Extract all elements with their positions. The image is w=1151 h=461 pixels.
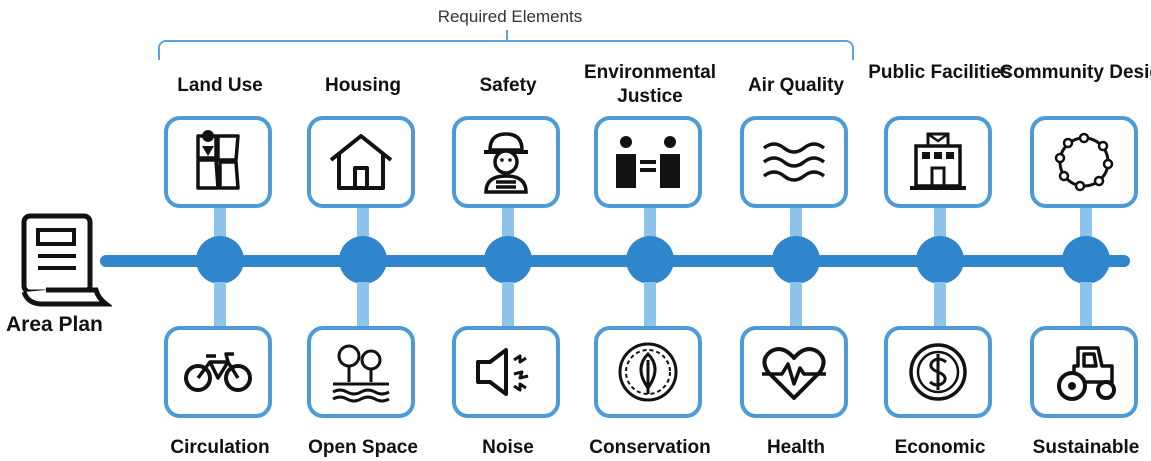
column-1: Land Use Circulation bbox=[150, 0, 290, 461]
open-space-box bbox=[307, 326, 415, 418]
connector-top bbox=[934, 208, 946, 240]
bicycle-icon bbox=[184, 352, 252, 392]
sustainable-box bbox=[1030, 326, 1138, 418]
conservation-box bbox=[594, 326, 702, 418]
bracket-notch bbox=[506, 30, 508, 42]
column-2: Housing Open Space bbox=[293, 0, 433, 461]
tractor-icon bbox=[1057, 346, 1116, 401]
circulation-box bbox=[164, 326, 272, 418]
top-label: Safety bbox=[479, 75, 537, 96]
top-label: Environmental Justice bbox=[584, 62, 716, 107]
speaker-noise-icon bbox=[476, 348, 529, 396]
column-4: Environmental Justice Conservation bbox=[580, 0, 720, 461]
timeline-node bbox=[484, 236, 532, 284]
column-7: Community Design Sustainable bbox=[999, 0, 1151, 461]
timeline-node bbox=[772, 236, 820, 284]
circle-of-dots-icon bbox=[1054, 132, 1114, 192]
community-design-box bbox=[1030, 116, 1138, 208]
connector-bottom bbox=[357, 282, 369, 326]
column-6: Public Facilities Economic bbox=[868, 0, 1012, 461]
column-3: Safety Noise bbox=[438, 0, 578, 461]
connector-bottom bbox=[790, 282, 802, 326]
timeline-node bbox=[196, 236, 244, 284]
bottom-label: Conservation bbox=[589, 437, 711, 458]
connector-bottom bbox=[1080, 282, 1092, 326]
connector-bottom bbox=[214, 282, 226, 326]
column-5: Air Quality Health bbox=[726, 0, 866, 461]
connector-top bbox=[502, 208, 514, 240]
air-quality-box bbox=[740, 116, 848, 208]
top-label: Housing bbox=[325, 75, 401, 96]
bottom-label: Health bbox=[766, 437, 826, 458]
timeline-node bbox=[916, 236, 964, 284]
document-icon bbox=[18, 212, 114, 308]
connector-bottom bbox=[502, 282, 514, 326]
timeline-node bbox=[626, 236, 674, 284]
noise-box bbox=[452, 326, 560, 418]
land-use-box bbox=[164, 116, 272, 208]
dollar-coin-icon bbox=[909, 343, 967, 401]
bottom-label: Circulation bbox=[170, 437, 270, 458]
connector-bottom bbox=[644, 282, 656, 326]
connector-top bbox=[790, 208, 802, 240]
air-waves-icon bbox=[762, 142, 826, 182]
safety-box bbox=[452, 116, 560, 208]
firefighter-icon bbox=[484, 132, 528, 194]
equality-people-icon bbox=[616, 136, 680, 188]
economic-box bbox=[884, 326, 992, 418]
housing-box bbox=[307, 116, 415, 208]
public-facilities-box bbox=[884, 116, 992, 208]
bottom-label: Noise bbox=[482, 437, 534, 458]
building-icon bbox=[910, 132, 966, 190]
connector-bottom bbox=[934, 282, 946, 326]
heart-pulse-icon bbox=[762, 347, 826, 400]
map-icon bbox=[196, 130, 240, 190]
connector-top bbox=[357, 208, 369, 240]
top-label: Air Quality bbox=[747, 75, 845, 96]
bottom-label: Economic bbox=[894, 437, 986, 458]
timeline-node bbox=[339, 236, 387, 284]
top-label: Public Facilities bbox=[868, 62, 1012, 83]
bottom-label: Sustainable bbox=[1032, 437, 1140, 458]
required-elements-label: Required Elements bbox=[437, 7, 583, 26]
area-plan-label: Area Plan bbox=[6, 313, 103, 336]
trees-icon bbox=[332, 344, 390, 403]
house-icon bbox=[329, 134, 393, 190]
top-label: Land Use bbox=[177, 75, 263, 96]
connector-top bbox=[644, 208, 656, 240]
connector-top bbox=[214, 208, 226, 240]
connector-top bbox=[1080, 208, 1092, 240]
health-box bbox=[740, 326, 848, 418]
bottom-label: Open Space bbox=[308, 437, 418, 458]
leaf-icon bbox=[618, 342, 678, 402]
environmental-justice-box bbox=[594, 116, 702, 208]
timeline-node bbox=[1062, 236, 1110, 284]
top-label: Community Design bbox=[999, 62, 1151, 83]
